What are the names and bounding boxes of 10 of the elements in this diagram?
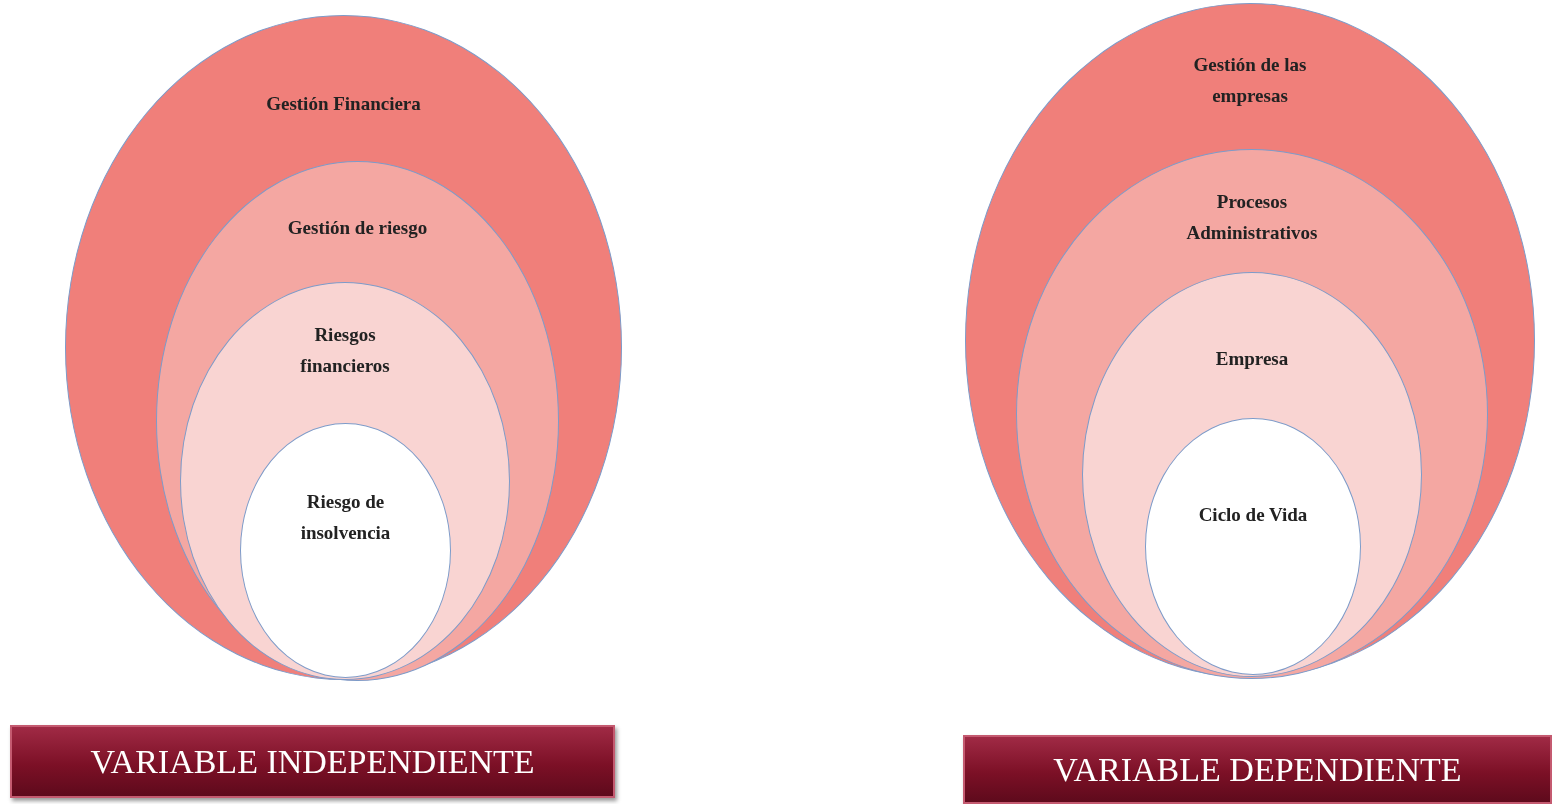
variable-banner: VARIABLE INDEPENDIENTE bbox=[10, 725, 615, 798]
variable-banner: VARIABLE DEPENDIENTE bbox=[963, 735, 1552, 804]
ellipse-label: Riesgos financieros bbox=[299, 323, 391, 378]
ellipse-label: Gestión Financiera bbox=[265, 92, 422, 116]
ellipse-label: Gestión de las empresas bbox=[1192, 53, 1308, 108]
ellipse-label: Empresa bbox=[1214, 347, 1290, 371]
ellipse-label: Gestión de riesgo bbox=[286, 216, 429, 240]
ellipse-label: Ciclo de Vida bbox=[1197, 503, 1309, 527]
ellipse-label: Riesgo de insolvencia bbox=[299, 490, 392, 545]
ellipse-label: Procesos Administrativos bbox=[1185, 190, 1319, 245]
